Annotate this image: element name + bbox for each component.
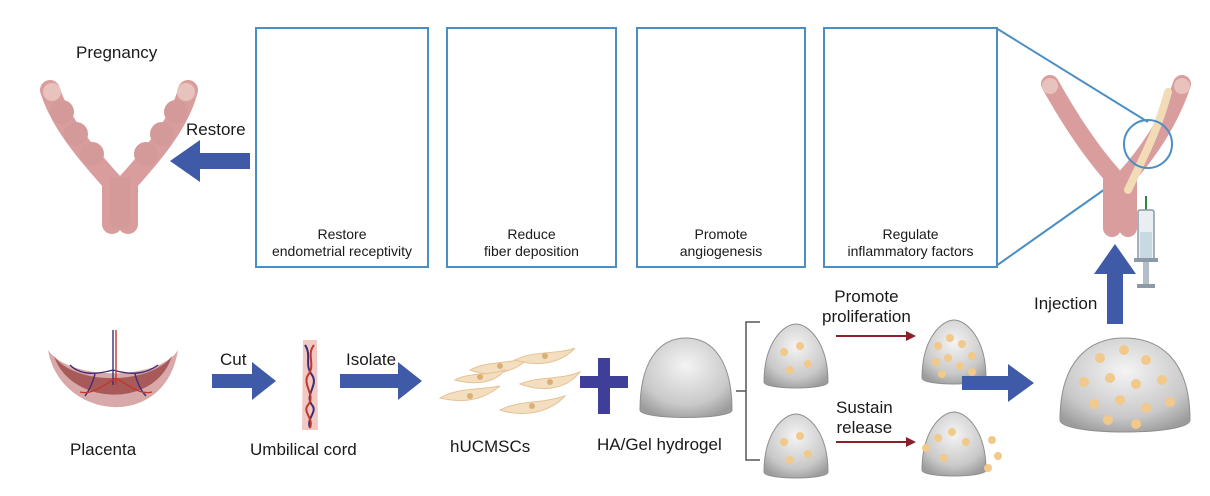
panel-endometrial-receptivity: Restore endometrial receptivity — [255, 27, 429, 268]
umbilical-cord-icon — [302, 340, 318, 430]
umbilical-cord-label: Umbilical cord — [250, 440, 357, 459]
large-hydrogel-icon — [1059, 337, 1191, 433]
promote-proliferation-label: Promote proliferation — [822, 287, 911, 326]
placenta-label: Placenta — [70, 440, 137, 459]
hydrogel-release — [921, 411, 1002, 477]
restore-label: Restore — [186, 120, 246, 139]
hydrogel-proliferated — [921, 319, 987, 385]
to-large-gel-arrow — [962, 364, 1034, 402]
syringe-icon — [1134, 196, 1158, 288]
panel-caption: Regulate inflammatory factors — [847, 226, 974, 259]
panel-angiogenesis: Promote angiogenesis — [636, 27, 806, 268]
panel-caption: Promote angiogenesis — [679, 226, 763, 259]
release-arrow — [836, 437, 916, 447]
zoom-line-top — [995, 27, 1149, 123]
proliferation-arrow — [836, 331, 916, 341]
pregnant-uterus-icon — [40, 80, 198, 234]
cut-arrow — [212, 362, 276, 400]
plus-icon — [580, 358, 628, 414]
cut-label: Cut — [220, 350, 247, 369]
hydrogel-label: HA/Gel hydrogel — [597, 435, 722, 454]
panel-caption: Reduce fiber deposition — [484, 226, 579, 259]
branch-bracket — [736, 321, 760, 461]
hydrogel-cells-top — [763, 323, 829, 389]
hydrogel-cells-bottom — [763, 413, 829, 479]
injected-uterus-icon — [1041, 75, 1191, 237]
restore-arrow — [170, 140, 250, 182]
panel-caption: Restore endometrial receptivity — [271, 226, 413, 259]
injection-arrow — [1094, 244, 1136, 324]
hucmsc-cells-icon — [438, 347, 582, 414]
hydrogel-icon — [639, 337, 733, 418]
sustain-release-label: Sustain release — [836, 398, 893, 437]
panel-inflammatory-factors: Regulate inflammatory factors — [823, 27, 998, 268]
pregnancy-label: Pregnancy — [76, 43, 158, 62]
isolate-label: Isolate — [346, 350, 397, 369]
placenta-icon — [48, 330, 178, 408]
injection-label: Injection — [1034, 294, 1098, 313]
panel-fiber-deposition: Reduce fiber deposition — [446, 27, 617, 268]
hucmsc-label: hUCMSCs — [450, 437, 531, 456]
isolate-arrow — [340, 362, 422, 400]
